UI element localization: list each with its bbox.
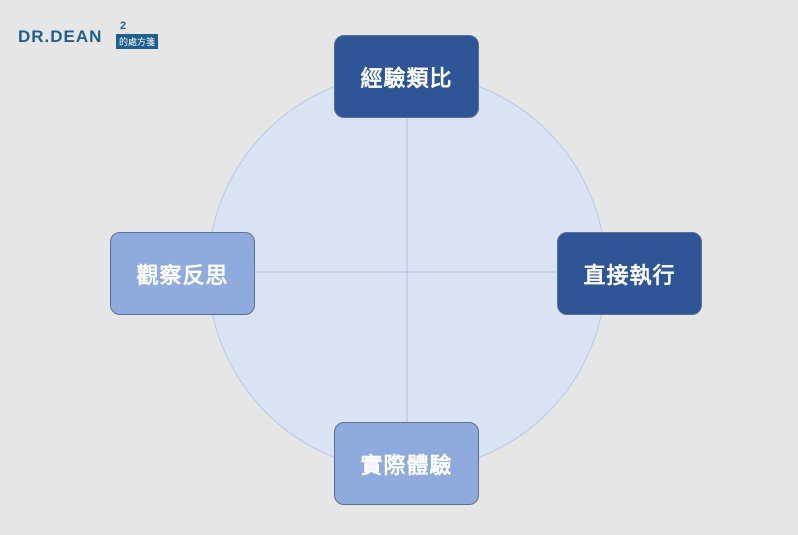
- logo-text: DR.DEAN: [18, 27, 103, 46]
- box-direct-execution: 直接執行: [557, 232, 702, 315]
- logo-superscript: 2: [120, 20, 127, 32]
- box-observe-reflect: 觀察反思: [110, 232, 255, 315]
- box-experience-analogy: 經驗類比: [334, 35, 479, 118]
- box-actual-experience: 實際體驗: [334, 422, 479, 505]
- logo-tagline: 的處方箋: [116, 34, 159, 49]
